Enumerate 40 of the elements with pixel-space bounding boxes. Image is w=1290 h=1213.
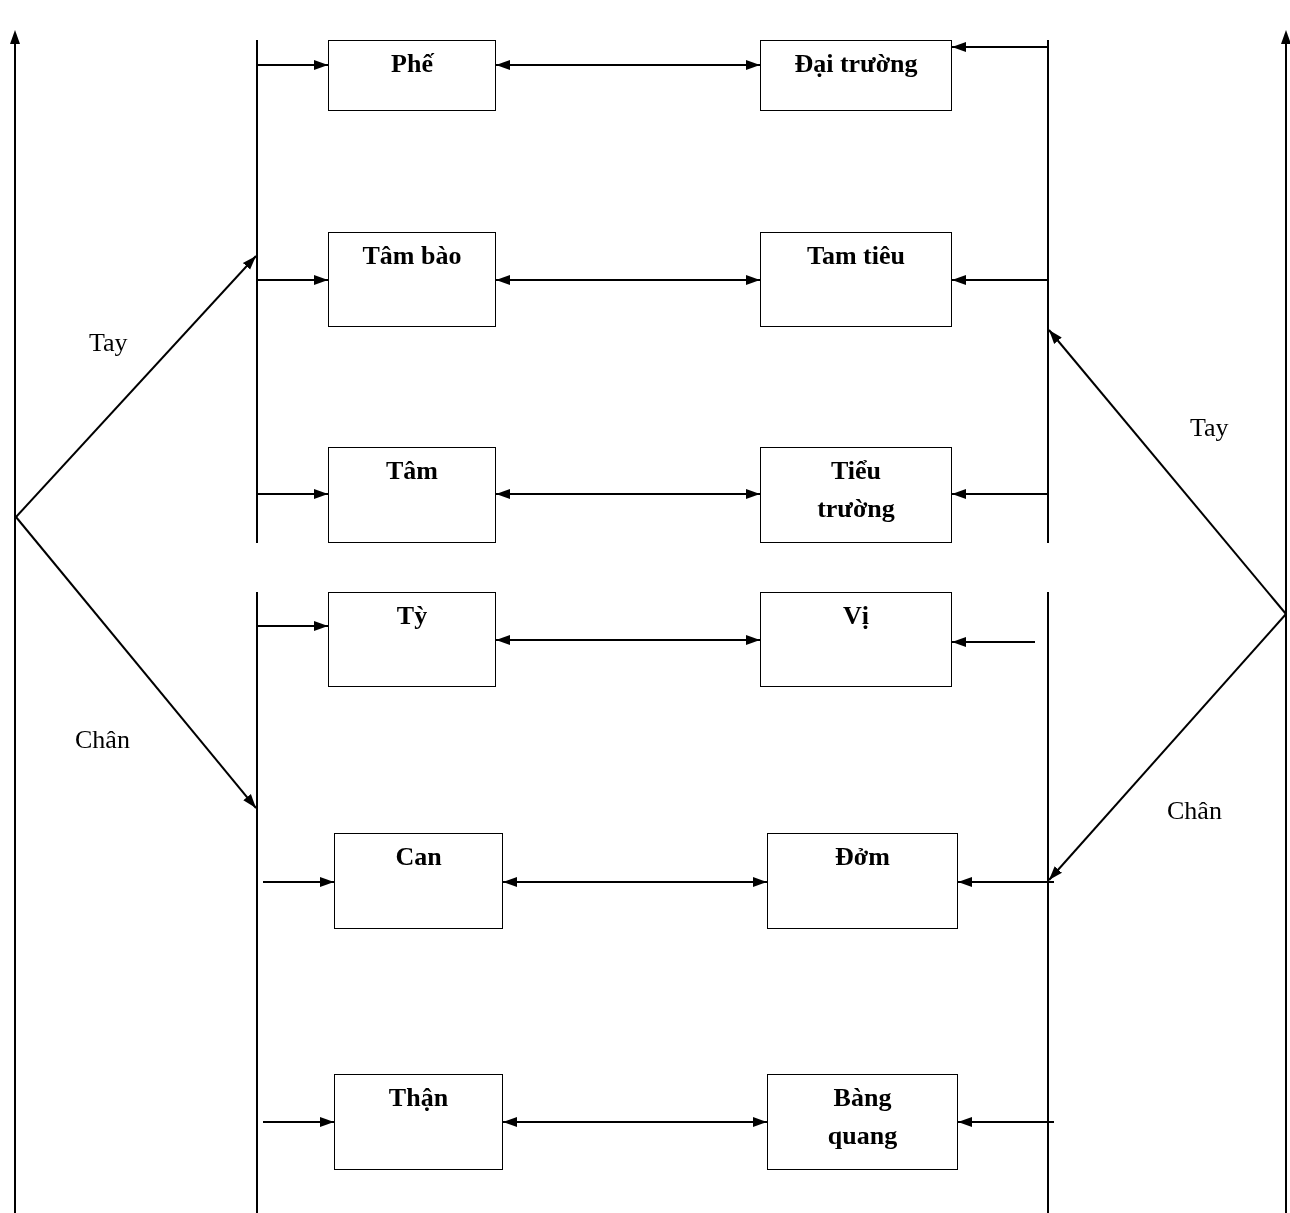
organ-box: Can [334, 833, 503, 929]
arrow [1048, 613, 1287, 881]
organ-box: Tỳ [328, 592, 496, 687]
vertical-arrow [9, 30, 21, 1213]
organ-box: Vị [760, 592, 952, 687]
vertical-line [1047, 40, 1049, 543]
organ-box: Tiểu trường [760, 447, 952, 543]
arrow [957, 1117, 1055, 1127]
arrow [951, 637, 1036, 647]
arrow [15, 516, 257, 809]
vertical-arrow [1280, 30, 1290, 1213]
organ-box: Thận [334, 1074, 503, 1170]
arrow [262, 877, 335, 887]
arrow [502, 1117, 768, 1127]
arrow [257, 275, 329, 285]
organ-box: Tam tiêu [760, 232, 952, 327]
arrow [1048, 329, 1287, 615]
organ-box: Bàng quang [767, 1074, 958, 1170]
organ-box: Tâm [328, 447, 496, 543]
arrow [257, 621, 329, 631]
arrow [495, 275, 761, 285]
arrow [951, 275, 1048, 285]
arrow [957, 877, 1055, 887]
vertical-line [1047, 592, 1049, 1213]
organ-box: Đại trường [760, 40, 952, 111]
vertical-line [256, 592, 258, 1213]
arrow [951, 42, 1048, 52]
arrow [951, 489, 1048, 499]
arrow [502, 877, 768, 887]
vertical-line [256, 40, 258, 543]
arrow [15, 255, 257, 518]
arrow [495, 635, 761, 645]
arrow [257, 489, 329, 499]
organ-box: Phế [328, 40, 496, 111]
arrow [262, 1117, 335, 1127]
arrow [495, 60, 761, 70]
organ-box: Tâm bào [328, 232, 496, 327]
arrow [495, 489, 761, 499]
arrow [257, 60, 329, 70]
organ-box: Đởm [767, 833, 958, 929]
